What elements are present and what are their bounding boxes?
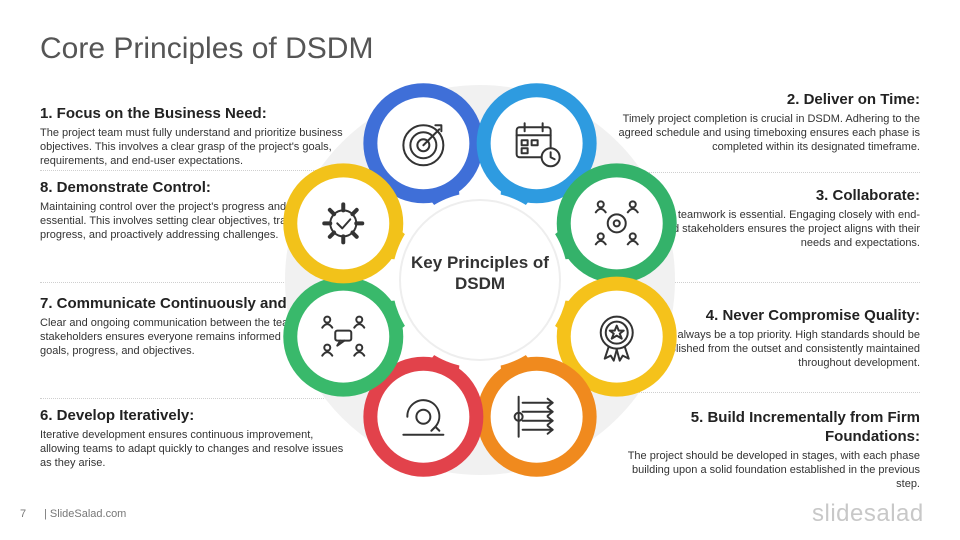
background-ring [285,85,675,475]
communication-icon [321,315,366,357]
petal-3 [528,163,677,284]
principle-2: 2. Deliver on Time: Timely project compl… [608,90,920,154]
petal-inner [377,370,470,463]
principle-6: 6. Develop Iteratively: Iterative develo… [40,406,352,470]
principle-4-heading: 4. Never Compromise Quality: [705,307,920,324]
petal-inner [297,177,390,270]
petal-inner [297,290,390,383]
divider [608,282,920,283]
principle-3: 3. Collaborate: Effective teamwork is es… [608,186,920,250]
principle-8-body: Maintaining control over the project's p… [40,201,348,241]
principle-1-heading: 1. Focus on the Business Need: [40,105,267,122]
petal-5 [476,328,597,477]
divider [40,282,352,283]
divider [608,392,920,393]
wheel-svg [283,83,677,477]
principle-7-heading: 7. Communicate Continuously and Clearly: [40,295,346,312]
principles-wheel [260,80,700,520]
award-badge-icon [599,315,634,362]
footer-brand: | SlideSalad.com [44,508,127,520]
divider [608,172,920,173]
calendar-clock-icon [515,122,561,168]
principle-6-heading: 6. Develop Iteratively: [40,407,195,424]
incremental-arrows-icon [513,395,554,438]
principle-8-heading: 8. Demonstrate Control: [40,179,211,196]
target-icon [402,124,445,167]
gear-check-icon [322,202,365,245]
slidesalad-logo: slidesalad [812,500,924,527]
principle-7-body: Clear and ongoing communication between … [40,317,348,357]
center-label: Key Principles of DSDM [411,253,549,293]
page-number: 7 [20,508,27,520]
principle-4: 4. Never Compromise Quality: Quality mus… [608,306,920,370]
principle-2-heading: 2. Deliver on Time: [786,91,920,108]
petal-inner [570,177,663,270]
principle-6-body: Iterative development ensures continuous… [40,429,344,469]
principle-2-body: Timely project completion is crucial in … [618,113,920,153]
divider [40,398,352,399]
principle-5-body: The project should be developed in stage… [627,450,920,490]
principle-1: 1. Focus on the Business Need: The proje… [40,104,352,168]
petal-inner [377,97,470,190]
principle-5: 5. Build Incrementally from Firm Foundat… [608,408,920,491]
hub-circle [399,199,561,361]
team-gear-icon [594,200,639,246]
principle-5-heading: 5. Build Incrementally from Firm Foundat… [690,409,920,445]
principle-4-body: Quality must always be a top priority. H… [613,329,920,369]
iteration-gear-icon [402,399,445,436]
principle-3-body: Effective teamwork is essential. Engagin… [630,209,920,249]
slide-title: Core Principles of DSDM [40,32,374,65]
principle-1-body: The project team must fully understand a… [40,127,343,167]
petal-inner [490,370,583,463]
principle-3-heading: 3. Collaborate: [815,187,920,204]
petal-7 [283,276,432,397]
principle-7: 7. Communicate Continuously and Clearly:… [40,294,352,358]
principle-8: 8. Demonstrate Control: Maintaining cont… [40,178,352,242]
divider [40,170,352,171]
